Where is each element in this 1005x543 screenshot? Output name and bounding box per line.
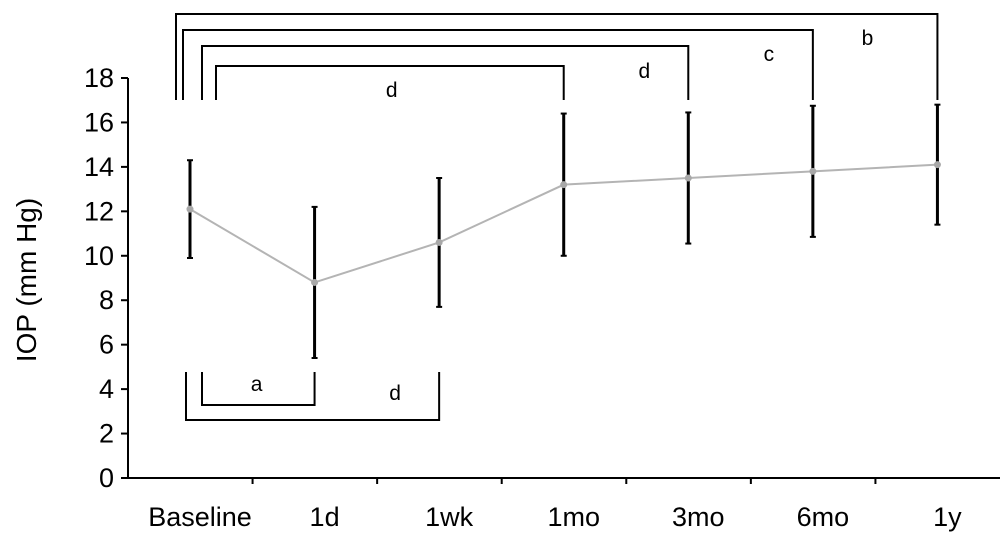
x-tick-label: 3mo xyxy=(672,502,725,532)
significance-bracket xyxy=(185,372,441,421)
data-point xyxy=(684,174,692,182)
y-tick-label: 10 xyxy=(84,241,114,271)
y-tick-label: 8 xyxy=(99,285,114,315)
data-point xyxy=(311,278,319,286)
y-axis-title: IOP (mm Hg) xyxy=(11,198,42,362)
data-point xyxy=(933,161,941,169)
data-series xyxy=(186,103,941,359)
significance-bracket xyxy=(182,29,814,100)
significance-label: b xyxy=(862,27,874,50)
data-point xyxy=(435,238,443,246)
data-point xyxy=(809,167,817,175)
y-tick-label: 16 xyxy=(84,107,114,137)
y-tick-label: 12 xyxy=(84,196,114,226)
x-tick-label: Baseline xyxy=(148,502,252,532)
x-tick-label: 1mo xyxy=(547,502,600,532)
data-point xyxy=(186,205,194,213)
y-tick-label: 0 xyxy=(99,463,114,493)
x-tick-label: 1wk xyxy=(425,502,474,532)
x-tick-label: 6mo xyxy=(797,502,850,532)
x-tick-label: 1y xyxy=(933,502,962,532)
x-tick-label: 1d xyxy=(310,502,340,532)
y-tick-label: 2 xyxy=(99,419,114,449)
significance-label: d xyxy=(638,60,650,83)
y-tick-label: 18 xyxy=(84,63,114,93)
significance-brackets: b c d d a d xyxy=(175,13,939,421)
significance-label: d xyxy=(386,79,398,102)
data-point xyxy=(560,181,568,189)
significance-label: a xyxy=(251,373,263,396)
significance-bracket xyxy=(201,372,316,406)
significance-label: c xyxy=(764,43,775,66)
y-tick-label: 14 xyxy=(84,152,114,182)
y-tick-label: 4 xyxy=(99,374,114,404)
significance-bracket xyxy=(175,13,939,100)
y-tick-label: 6 xyxy=(99,330,114,360)
significance-bracket xyxy=(215,65,565,100)
significance-bracket xyxy=(201,45,690,100)
significance-label: d xyxy=(389,382,401,405)
